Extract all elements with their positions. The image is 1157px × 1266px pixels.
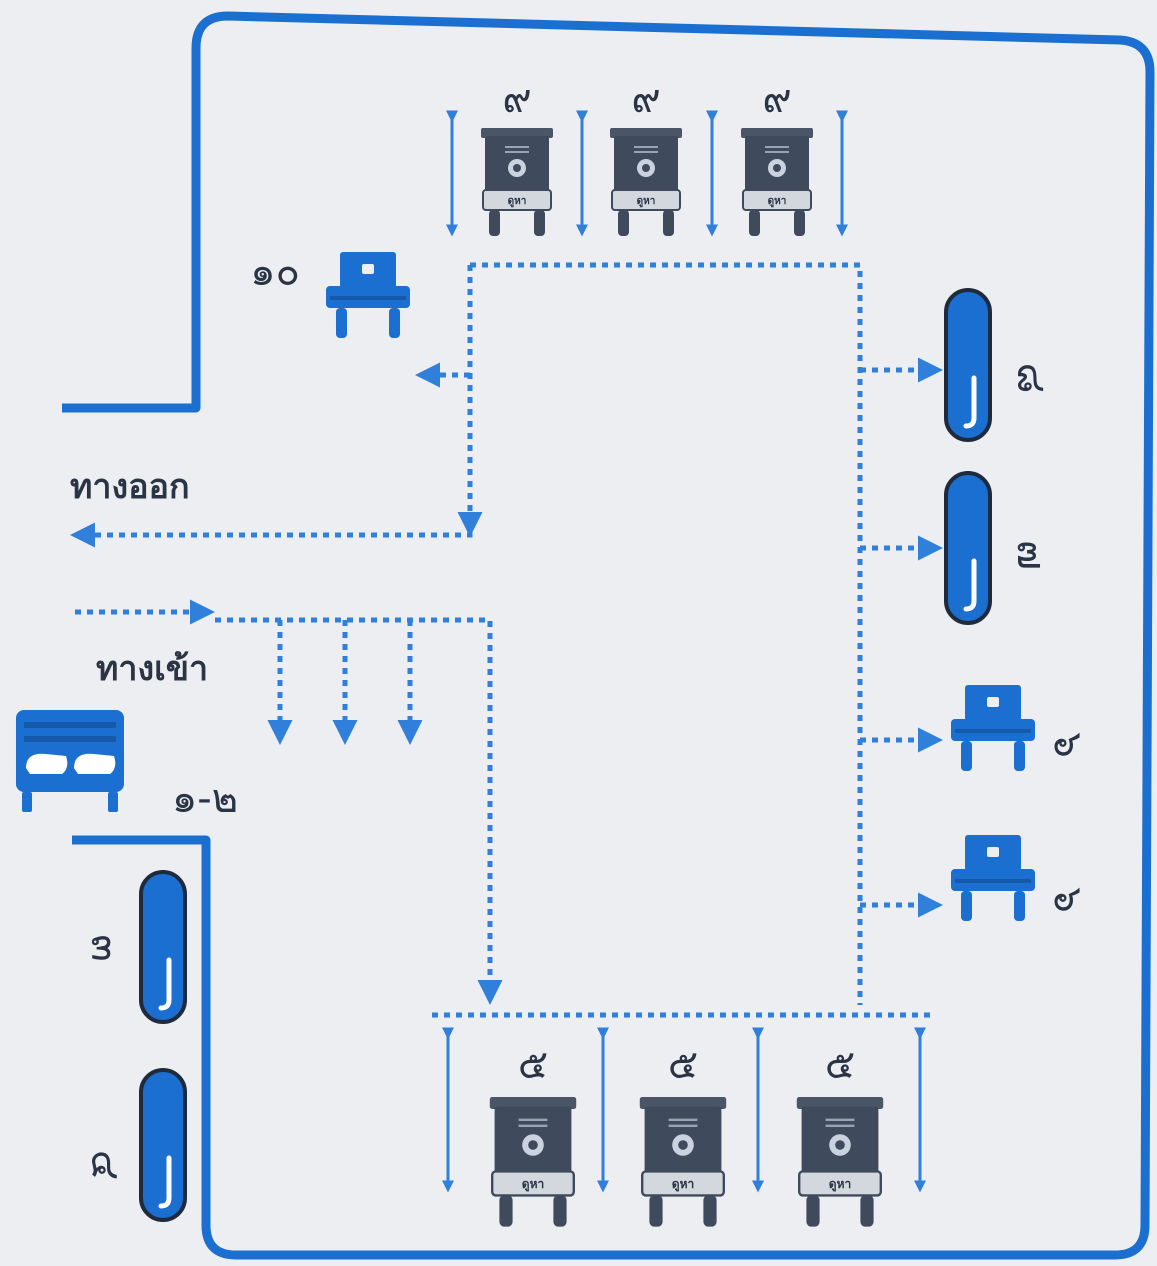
station-number-right-3: ๖: [1045, 732, 1091, 757]
kiosk-label: ดูหา: [522, 1177, 544, 1192]
chair-right-1: [951, 685, 1035, 771]
kiosk-bottom-1: ดูหา: [488, 1095, 578, 1228]
outer-wall: [62, 11, 1155, 1260]
walking-path: [70, 262, 943, 1018]
station-number-top-1: ๙: [502, 76, 531, 122]
station-number-bottom-3: ๕: [825, 1042, 855, 1088]
station-number-top-2: ๙: [631, 76, 660, 122]
counter-icon: [16, 710, 124, 812]
station-number-right-1: ๘: [1008, 363, 1054, 394]
kiosk-top-1: ดูหา: [480, 127, 554, 237]
station-number-bottom-2: ๕: [668, 1042, 698, 1088]
capsule-right-2: [946, 473, 990, 623]
station-number-top-3: ๙: [762, 76, 791, 122]
kiosk-label: ดูหา: [672, 1177, 694, 1192]
station-number-counter: ๑-๒: [172, 776, 238, 822]
capsule-left-1: [141, 872, 185, 1022]
station-number-left-1: ๓: [82, 934, 128, 961]
spacing-arrows-bottom: [442, 1027, 926, 1193]
exit-label: ทางออก: [70, 467, 190, 507]
spacing-arrows-top: [446, 110, 848, 237]
kiosk-top-2: ดูหา: [609, 127, 683, 237]
chair-right-2: [951, 835, 1035, 921]
station-number-bottom-1: ๕: [518, 1042, 548, 1088]
station-number-right-4: ๖: [1045, 887, 1091, 912]
kiosk-label: ดูหา: [768, 196, 787, 208]
kiosk-label: ดูหา: [829, 1177, 851, 1192]
kiosk-label: ดูหา: [637, 196, 656, 208]
station-number-left-2: ๔: [82, 1150, 128, 1180]
kiosk-label: ดูหา: [508, 196, 527, 208]
entrance-label: ทางเข้า: [96, 649, 208, 689]
capsule-left-2: [141, 1070, 185, 1220]
station-number-corner: ๑๐: [250, 249, 300, 295]
kiosk-bottom-2: ดูหา: [638, 1095, 728, 1228]
kiosk-bottom-3: ดูหา: [795, 1095, 885, 1228]
kiosk-top-3: ดูหา: [740, 127, 814, 237]
station-number-right-2: ๗: [1008, 540, 1054, 570]
capsule-right-1: [946, 290, 990, 440]
chair-corner: [326, 252, 410, 338]
